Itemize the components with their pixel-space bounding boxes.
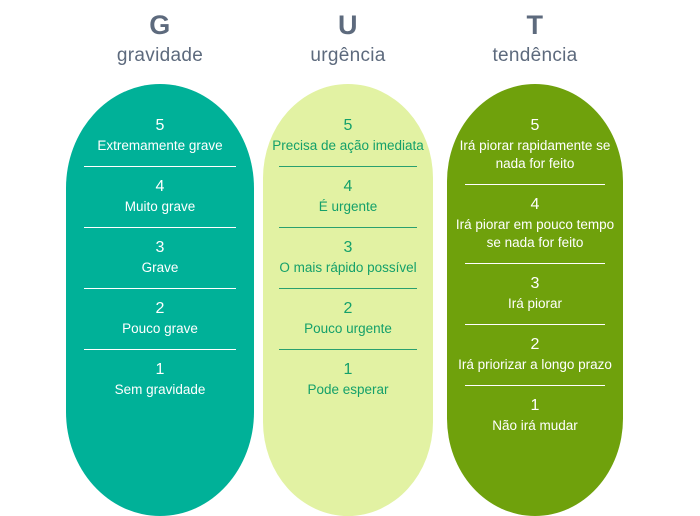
column-letter-u: U <box>338 10 358 40</box>
level-divider <box>84 166 236 167</box>
level-divider <box>465 184 605 185</box>
level-score: 1 <box>155 361 165 378</box>
level-divider <box>84 349 236 350</box>
level-score: 2 <box>343 300 353 317</box>
column-body-gravidade: 5 Extremamente grave 4 Muito grave 3 Gra… <box>66 84 254 516</box>
column-body-tendencia: 5 Irá piorar rapidamente se nada for fei… <box>447 84 623 516</box>
column-word-gravidade: gravidade <box>116 45 204 66</box>
level-score: 4 <box>343 178 353 195</box>
level-label: Sem gravidade <box>114 382 206 397</box>
level-divider <box>84 288 236 289</box>
level-label: Pouco urgente <box>304 321 392 336</box>
level-divider <box>279 349 417 350</box>
levels-tendencia: 5 Irá piorar rapidamente se nada for fei… <box>453 110 617 442</box>
level-item: 1 Pode esperar <box>269 354 427 406</box>
level-label: Irá priorizar a longo prazo <box>458 357 612 372</box>
level-item: 5 Precisa de ação imediata <box>269 110 427 162</box>
level-item: 2 Irá priorizar a longo prazo <box>453 329 617 381</box>
column-tendencia: T tendência 5 Irá piorar rapidamente se … <box>447 0 623 516</box>
level-divider <box>279 166 417 167</box>
level-divider <box>279 227 417 228</box>
column-header-gravidade: G gravidade <box>66 0 254 84</box>
column-word-tendencia: tendência <box>492 45 578 66</box>
level-score: 5 <box>530 117 540 134</box>
level-score: 4 <box>155 178 165 195</box>
level-divider <box>465 385 605 386</box>
levels-gravidade: 5 Extremamente grave 4 Muito grave 3 Gra… <box>72 110 248 406</box>
column-body-urgencia: 5 Precisa de ação imediata 4 É urgente 3… <box>263 84 433 516</box>
level-label: Não irá mudar <box>492 418 578 433</box>
level-item: 3 Irá piorar <box>453 268 617 320</box>
column-header-urgencia: U urgência <box>263 0 433 84</box>
level-divider <box>279 288 417 289</box>
level-label: Grave <box>141 260 179 275</box>
level-divider <box>465 324 605 325</box>
level-score: 4 <box>530 196 540 213</box>
level-score: 1 <box>530 397 540 414</box>
level-item: 4 É urgente <box>269 171 427 223</box>
levels-urgencia: 5 Precisa de ação imediata 4 É urgente 3… <box>269 110 427 406</box>
level-label: Muito grave <box>124 199 196 214</box>
level-label: Pode esperar <box>307 382 389 397</box>
level-label: Pouco grave <box>122 321 198 336</box>
level-item: 4 Irá piorar em pouco tempo se nada for … <box>453 189 617 259</box>
level-score: 2 <box>155 300 165 317</box>
level-label: Irá piorar em pouco tempo se nada for fe… <box>455 217 615 250</box>
level-score: 1 <box>343 361 353 378</box>
level-item: 4 Muito grave <box>72 171 248 223</box>
column-header-tendencia: T tendência <box>447 0 623 84</box>
level-label: É urgente <box>318 199 378 214</box>
level-divider <box>465 263 605 264</box>
column-urgencia: U urgência 5 Precisa de ação imediata 4 … <box>263 0 433 516</box>
column-gravidade: G gravidade 5 Extremamente grave 4 Muito… <box>66 0 254 516</box>
level-item: 3 Grave <box>72 232 248 284</box>
level-item: 5 Extremamente grave <box>72 110 248 162</box>
level-divider <box>84 227 236 228</box>
level-item: 1 Sem gravidade <box>72 354 248 406</box>
column-word-urgencia: urgência <box>310 45 386 66</box>
level-item: 2 Pouco urgente <box>269 293 427 345</box>
level-item: 2 Pouco grave <box>72 293 248 345</box>
level-label: Precisa de ação imediata <box>272 138 424 153</box>
level-score: 3 <box>155 239 165 256</box>
level-score: 3 <box>530 275 540 292</box>
level-label: Irá piorar <box>507 296 563 311</box>
level-label: Irá piorar rapidamente se nada for feito <box>459 138 611 171</box>
level-score: 2 <box>530 336 540 353</box>
level-item: 3 O mais rápido possível <box>269 232 427 284</box>
column-letter-t: T <box>526 10 544 40</box>
level-score: 5 <box>343 117 353 134</box>
column-letter-g: G <box>149 10 171 40</box>
level-item: 1 Não irá mudar <box>453 390 617 442</box>
level-score: 3 <box>343 239 353 256</box>
level-label: O mais rápido possível <box>279 260 417 275</box>
level-label: Extremamente grave <box>97 138 223 153</box>
level-score: 5 <box>155 117 165 134</box>
level-item: 5 Irá piorar rapidamente se nada for fei… <box>453 110 617 180</box>
